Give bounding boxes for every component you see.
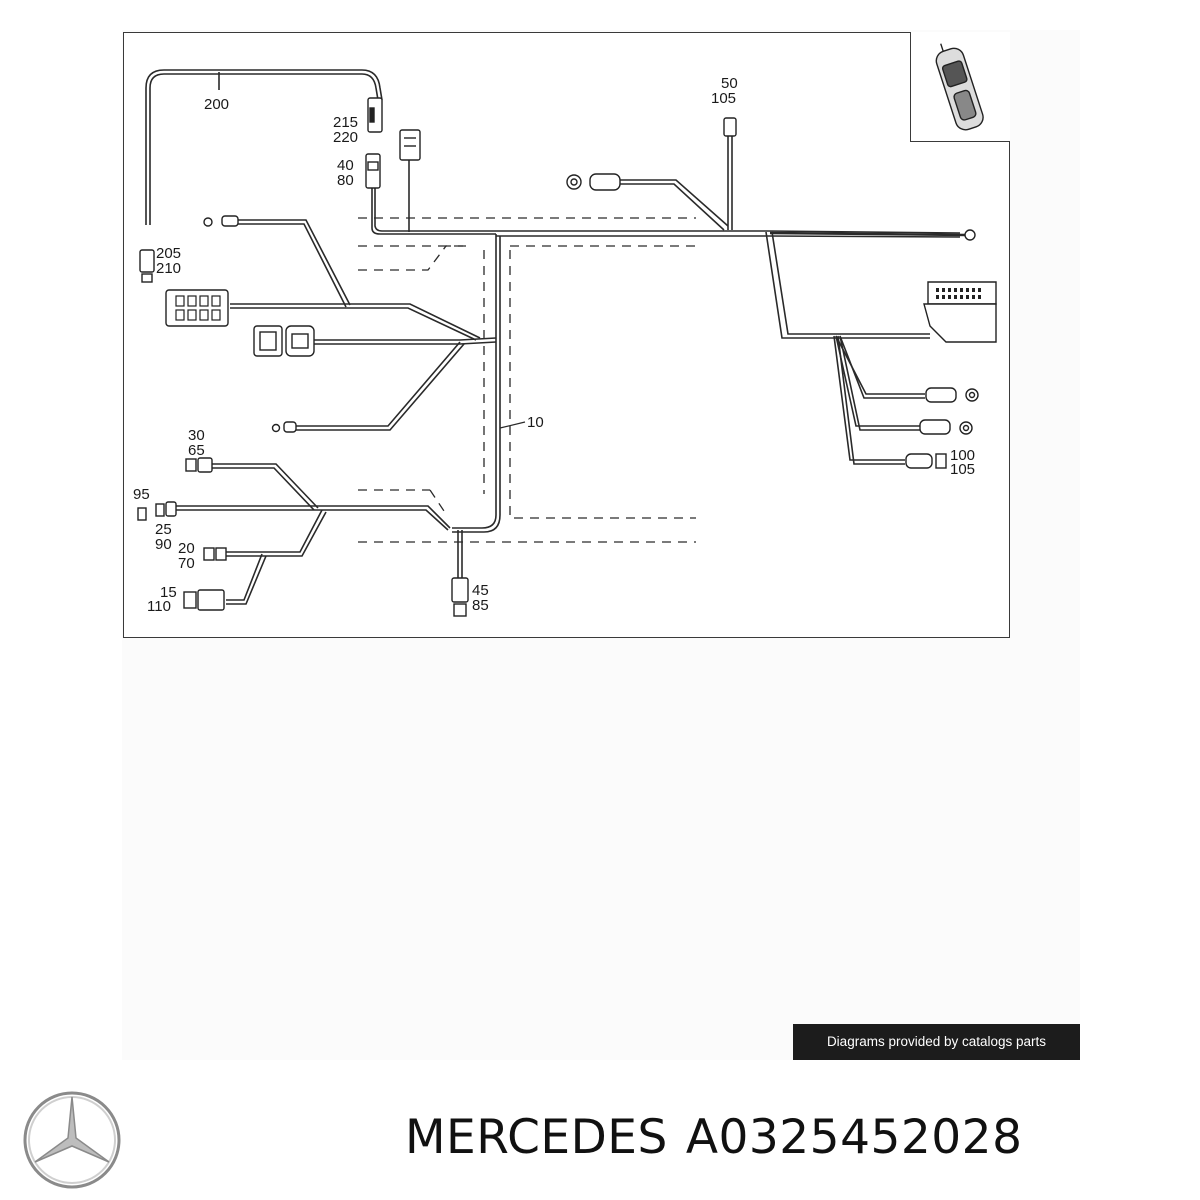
label-200: 200 (204, 96, 229, 113)
connector-205-210-icon (139, 249, 155, 273)
part-title: MERCEDES A0325452028 (405, 1110, 1023, 1165)
connector-45-85-icon (451, 577, 469, 603)
connector-95-icon (137, 507, 147, 521)
label-25: 25 (155, 521, 172, 538)
sensor-right-2-icon (919, 419, 951, 435)
label-90: 90 (155, 536, 172, 553)
connector-215-220-icon (367, 97, 383, 133)
part-number: A0325452028 (685, 1110, 1023, 1165)
label-105-right: 105 (950, 461, 975, 478)
credit-banner: Diagrams provided by catalogs parts (793, 1024, 1080, 1060)
connector-50-105-icon (723, 117, 737, 137)
label-50: 50 (721, 75, 738, 92)
ecu-connector-icon (927, 281, 997, 305)
sensor-icon (283, 421, 297, 433)
ground-eyelet-icon (203, 217, 213, 227)
sensor-right-3-icon (905, 453, 933, 469)
label-40: 40 (337, 157, 354, 174)
eight-pin-connector-icon (165, 289, 229, 327)
routing-dashes (358, 217, 696, 543)
connector-15-110-icon (183, 591, 197, 609)
connector-20-70-icon (203, 547, 215, 561)
label-15: 15 (160, 584, 177, 601)
label-70: 70 (178, 555, 195, 572)
label-85: 85 (472, 597, 489, 614)
six-pin-connector-icon (399, 129, 421, 161)
label-10: 10 (527, 414, 544, 431)
label-100: 100 (950, 447, 975, 464)
phone-icon (935, 43, 984, 131)
label-95: 95 (133, 486, 150, 503)
label-215: 215 (333, 114, 358, 131)
label-205: 205 (156, 245, 181, 262)
label-65: 65 (188, 442, 205, 459)
connectors (137, 43, 997, 617)
callout-labels: 200 215 220 40 80 205 210 50 105 10 30 6… (133, 75, 975, 615)
sensor-right-1-icon (925, 387, 957, 403)
connector-30-65-icon (185, 458, 197, 472)
label-110: 110 (147, 598, 171, 615)
harness-wires (145, 69, 967, 605)
label-45: 45 (472, 582, 489, 599)
connector-40-80-icon (365, 153, 381, 189)
label-220: 220 (333, 129, 358, 146)
brand-name: MERCEDES (405, 1110, 668, 1165)
connector-25-90-icon (155, 503, 165, 517)
label-30: 30 (188, 427, 205, 444)
label-105-top: 105 (711, 90, 736, 107)
label-80: 80 (337, 172, 354, 189)
label-20: 20 (178, 540, 195, 557)
ecu-body-icon (923, 303, 997, 343)
mercedes-star-logo-icon (23, 1091, 121, 1189)
ground-ring-icon (964, 229, 976, 241)
label-210: 210 (156, 260, 181, 277)
